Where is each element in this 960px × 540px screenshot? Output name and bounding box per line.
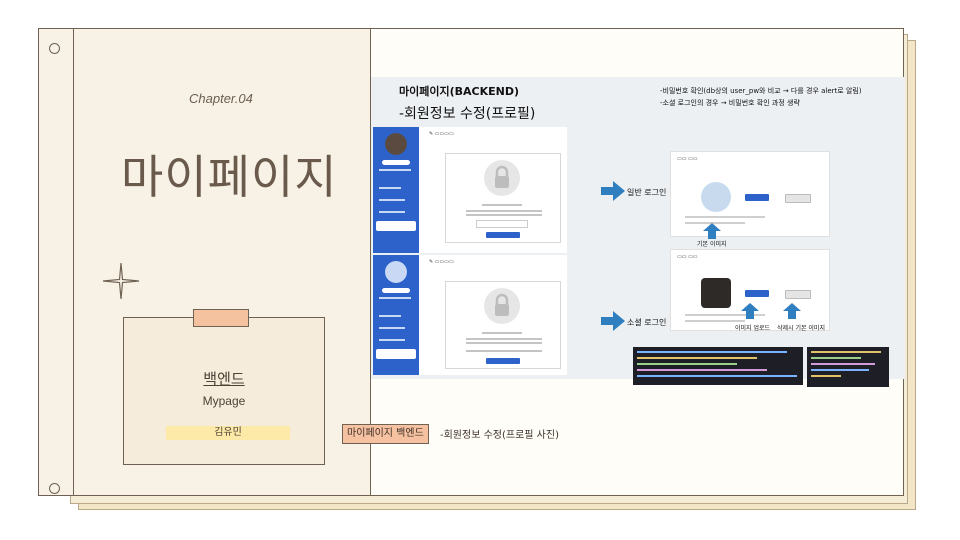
note-line: -소셜 로그인의 경우 → 비밀번호 확인 과정 생략 <box>660 99 800 107</box>
code-line <box>811 357 861 359</box>
code-line <box>637 369 767 371</box>
panel-subtitle: -회원정보 수정(프로필) <box>399 106 536 122</box>
delete-button <box>785 290 811 299</box>
tape-decoration <box>193 309 249 327</box>
slide-book: Chapter.04 마이페이지 백엔드 Mypage 김유민 마이페이지(BA… <box>38 28 905 496</box>
text-line <box>466 350 542 352</box>
avatar <box>385 261 407 283</box>
profile-card-uploaded: ▭▭ ▭▭ <box>670 249 830 331</box>
cover-title: 마이페이지 <box>121 150 338 204</box>
label-general-login: 일반 로그인 <box>627 188 667 197</box>
text-line <box>466 338 542 340</box>
right-arrow-icon <box>601 311 625 331</box>
uploaded-avatar <box>701 278 731 308</box>
binder-hole-top <box>49 43 60 54</box>
up-arrow-icon <box>783 303 801 319</box>
menu-line <box>379 199 405 201</box>
title-card: 백엔드 Mypage 김유민 <box>123 317 325 465</box>
code-line <box>637 351 787 353</box>
binder-line <box>73 29 74 495</box>
code-line <box>811 375 841 377</box>
caption-upload: 이미지 업로드 <box>735 325 771 332</box>
menu-active <box>376 221 416 231</box>
panel-notes: -비밀번호 확인(db상의 user_pw와 비교 → 다를 경우 alert로… <box>660 85 862 109</box>
lock-icon <box>484 288 520 324</box>
profile-card-header: ▭▭ ▭▭ <box>677 254 698 260</box>
binder-hole-bottom <box>49 483 60 494</box>
upload-button <box>745 194 769 201</box>
sparkle-icon <box>102 262 140 300</box>
text-line <box>482 204 522 206</box>
code-line <box>811 369 869 371</box>
screenshot-panel: 마이페이지(BACKEND) -회원정보 수정(프로필) -비밀번호 확인(db… <box>371 77 905 387</box>
footer-text: -회원정보 수정(프로필 사진) <box>440 430 559 441</box>
screenshot-social-login: ✎ ▭▭▭▭ <box>373 255 567 375</box>
code-line <box>811 363 875 365</box>
menu-line <box>379 211 405 213</box>
menu-line <box>379 315 401 317</box>
screen-header: ✎ ▭▭▭▭ <box>429 259 454 265</box>
password-input <box>476 220 528 228</box>
code-line <box>811 351 881 353</box>
email-line <box>379 169 411 171</box>
up-arrow-icon <box>741 303 759 319</box>
default-avatar <box>701 182 731 212</box>
confirm-button <box>486 232 520 238</box>
email-line <box>379 297 411 299</box>
name-pill <box>382 288 410 293</box>
chapter-label: Chapter.04 <box>189 91 253 106</box>
password-box <box>445 281 561 369</box>
panel-title: 마이페이지(BACKEND) <box>399 85 519 98</box>
text-line <box>466 214 542 216</box>
delete-button <box>785 194 811 203</box>
code-line <box>637 375 797 377</box>
sidebar <box>373 255 419 375</box>
up-arrow-icon <box>703 223 721 239</box>
profile-card-header: ▭▭ ▭▭ <box>677 156 698 162</box>
code-snippet-sql <box>807 347 889 387</box>
text-line <box>685 222 745 224</box>
code-line <box>637 363 737 365</box>
sidebar <box>373 127 419 253</box>
right-arrow-icon <box>601 181 625 201</box>
label-social-login: 소셜 로그인 <box>627 318 667 327</box>
menu-line <box>379 339 405 341</box>
avatar <box>385 133 407 155</box>
card-subtitle: Mypage <box>202 394 246 408</box>
text-line <box>466 342 542 344</box>
text-line <box>466 210 542 212</box>
author-name: 김유민 <box>166 426 290 440</box>
lock-icon <box>484 160 520 196</box>
text-line <box>685 216 765 218</box>
upload-button <box>745 290 769 297</box>
caption-delete: 삭제시 기본 이미지 <box>777 325 825 332</box>
screen-header: ✎ ▭▭▭▭ <box>429 131 454 137</box>
profile-card-default: ▭▭ ▭▭ <box>670 151 830 237</box>
code-snippet-java <box>633 347 803 385</box>
card-title: 백엔드 <box>203 370 245 388</box>
footer-tag: 마이페이지 백엔드 <box>342 424 429 444</box>
name-pill <box>382 160 410 165</box>
menu-line <box>379 187 401 189</box>
note-line: -비밀번호 확인(db상의 user_pw와 비교 → 다를 경우 alert로… <box>660 87 862 95</box>
confirm-button <box>486 358 520 364</box>
menu-line <box>379 327 405 329</box>
text-line <box>685 320 745 322</box>
cover-page: Chapter.04 마이페이지 백엔드 Mypage 김유민 <box>39 29 371 495</box>
text-line <box>685 314 765 316</box>
caption-default-image: 기본 이미지 <box>697 241 727 248</box>
menu-active <box>376 349 416 359</box>
text-line <box>482 332 522 334</box>
screenshot-general-login: ✎ ▭▭▭▭ <box>373 127 567 253</box>
code-line <box>637 357 757 359</box>
password-box <box>445 153 561 243</box>
